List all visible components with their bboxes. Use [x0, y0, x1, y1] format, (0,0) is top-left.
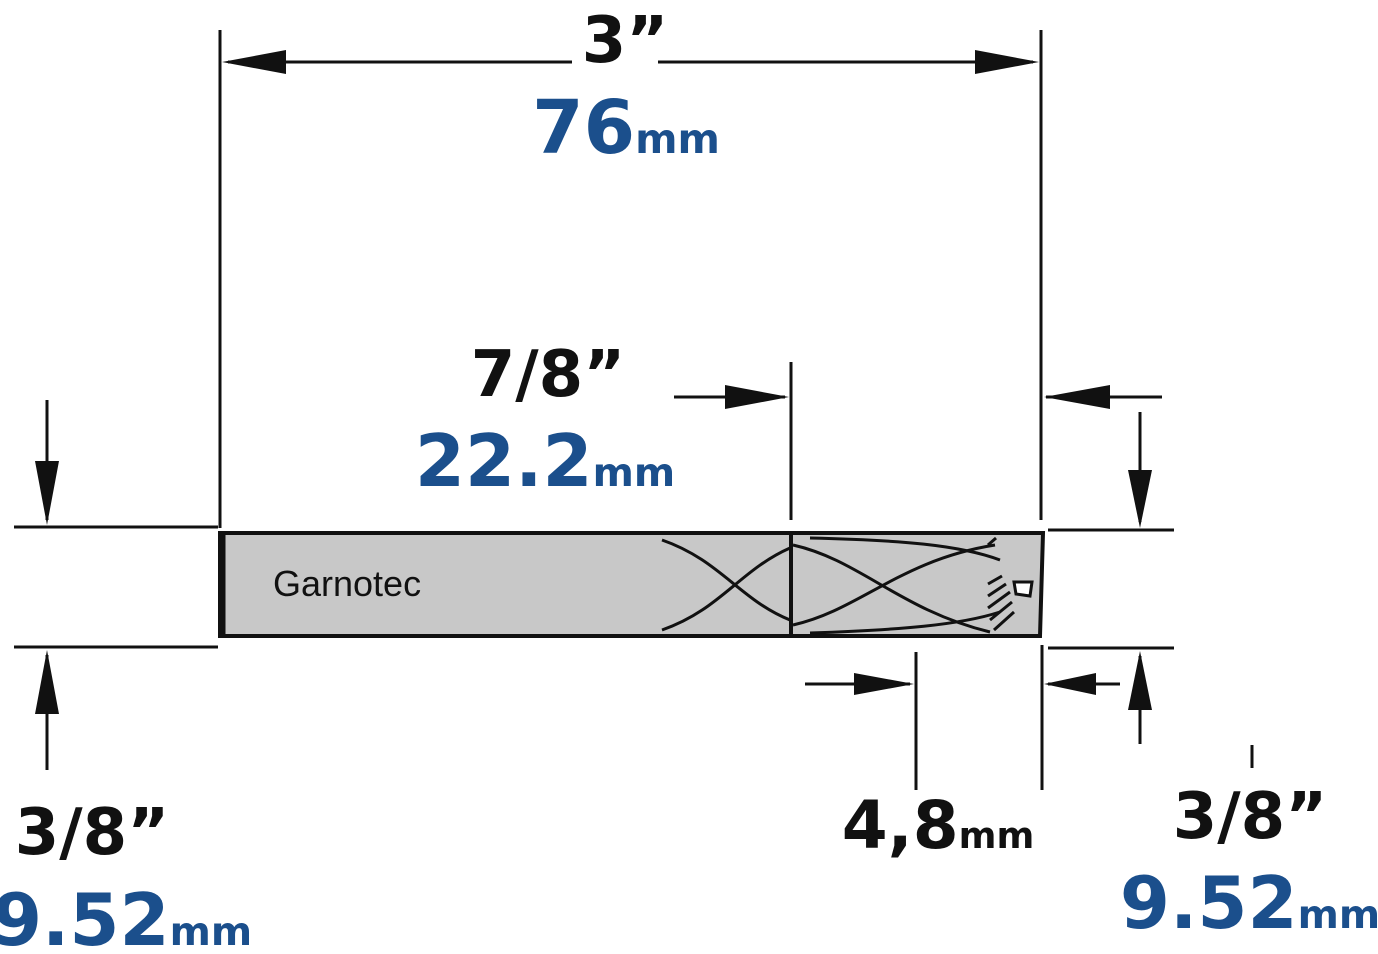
shank-diameter-imperial: 3/8” [15, 796, 170, 870]
arrow-left-icon [1044, 673, 1096, 695]
flute-curve [809, 610, 1001, 635]
cutting-length-metric: 22.2mm [415, 419, 675, 503]
arrow-up-icon [1128, 651, 1152, 710]
arrow-up-icon [35, 650, 59, 714]
flute-curve [661, 538, 791, 622]
cutting-length-dimension: 7/8” 22.2mm [415, 338, 1162, 520]
shank-diameter-dimension: 3/8” 9.52mm [0, 400, 252, 954]
cutting-length-imperial: 7/8” [471, 338, 626, 412]
cutting-diameter-imperial: 3/8” [1173, 780, 1328, 854]
router-bit: Garnotec [218, 531, 1046, 638]
flute-curve [661, 546, 791, 632]
arrow-right-icon [854, 673, 914, 695]
tip-width-dimension: 4,8mm [805, 645, 1120, 864]
overall-length-dimension: 3” 76mm [218, 4, 1043, 528]
cutting-diameter-dimension: 3/8” 9.52mm [1048, 412, 1378, 945]
overall-length-imperial: 3” [582, 4, 669, 78]
shank-diameter-metric: 9.52mm [0, 878, 252, 954]
arrow-down-icon [35, 461, 59, 525]
tip-width-metric: 4,8mm [842, 787, 1035, 864]
flute-curve [792, 543, 996, 627]
overall-length-metric: 76mm [532, 85, 720, 171]
arrow-left-icon [1044, 385, 1110, 409]
tip-notch [1012, 580, 1034, 598]
arrow-left-icon [222, 50, 286, 74]
arrow-right-icon [725, 385, 789, 409]
arrow-down-icon [1128, 470, 1152, 528]
arrow-right-icon [975, 50, 1039, 74]
cutting-edge-hatch [987, 536, 1016, 632]
brand-label: Garnotec [273, 563, 421, 604]
cutting-diameter-metric: 9.52mm [1120, 861, 1378, 945]
flute-curve [809, 536, 1001, 562]
